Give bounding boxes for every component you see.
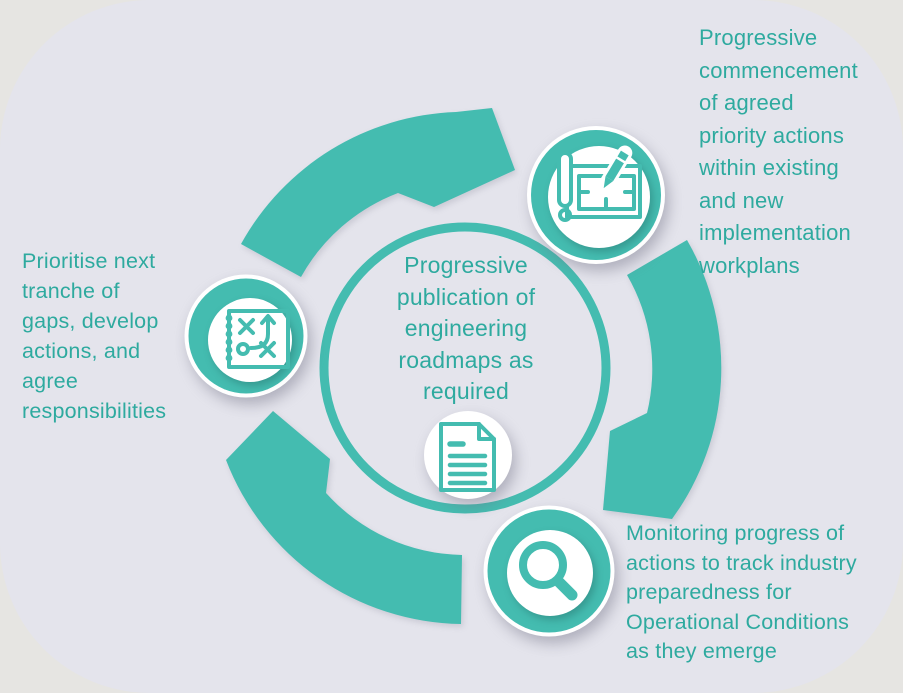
magnifying-glass-icon <box>483 505 615 637</box>
label-left: Prioritise next tranche of gaps, develop… <box>22 249 167 423</box>
cycle-arrow-top <box>241 108 515 277</box>
center-ring <box>319 222 611 514</box>
label-top-right: Progressive commencement of agreed prior… <box>699 25 858 278</box>
document-icon <box>424 411 512 499</box>
cycle-arrow-right <box>603 240 722 519</box>
strategy-plan-icon <box>184 274 308 398</box>
cycle-arrow-bottom-left <box>226 411 462 624</box>
blueprint-pencil-icon <box>527 126 665 264</box>
label-bottom-right: Monitoring progress of actions to track … <box>626 521 857 663</box>
label-center: Progressive publication of engineering r… <box>396 252 536 404</box>
